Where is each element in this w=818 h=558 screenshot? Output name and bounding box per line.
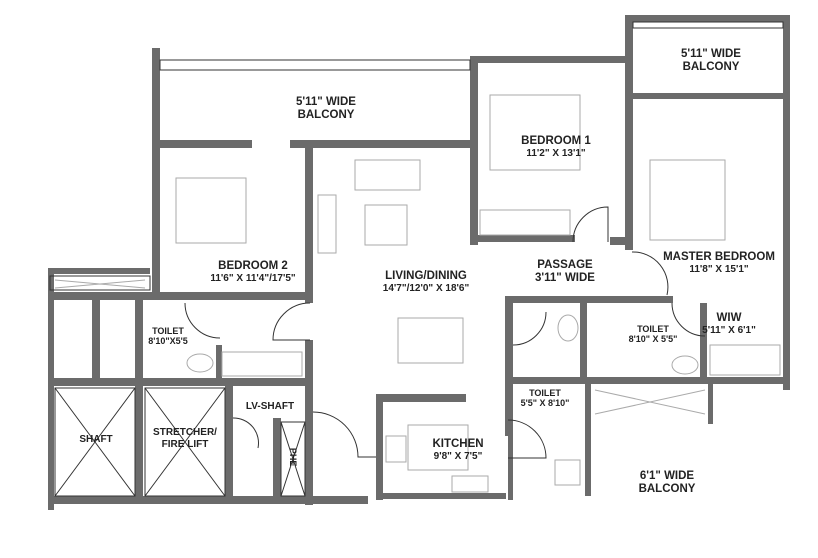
furniture (175, 94, 781, 493)
fire-lift-label: STRETCHER/FIRE LIFT (153, 427, 217, 450)
doors (184, 206, 706, 459)
shaft-label: SHAFT (79, 434, 113, 445)
phe-label: PHE (288, 447, 299, 467)
shaft-crosses (54, 279, 706, 497)
lv-shaft-label: LV-SHAFT (245, 401, 295, 412)
walls (48, 15, 790, 510)
balcony-rails (49, 21, 784, 291)
